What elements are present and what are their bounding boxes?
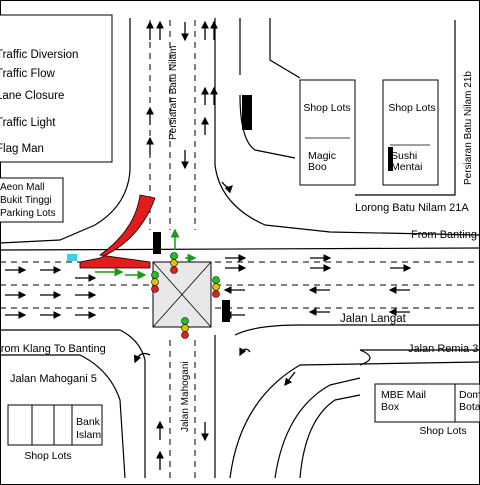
lane-markings	[0, 20, 480, 478]
shop-lots-southeast	[374, 383, 480, 423]
road-label-persiaran-batu-nilam: Persiaran Batu Nilam	[168, 46, 179, 140]
mbe-line-2: Box	[381, 401, 400, 413]
legend-item-traffic-light: Traffic Light	[0, 117, 56, 129]
parking-box	[0, 177, 64, 223]
sushi-mentai-line-2: Mentai	[391, 161, 423, 173]
legend-item-traffic-flow: Traffic Flow	[0, 68, 55, 80]
bank-islam-line-1: Bank	[76, 416, 101, 428]
road-label-jalan-mahogani: Jalan Mahogani	[180, 361, 191, 432]
shop-lots-southwest	[7, 404, 103, 446]
traffic-light-west	[151, 271, 159, 293]
bank-islam-line-2: Islam	[76, 429, 101, 441]
road-label-from-banting: From Banting	[411, 229, 477, 241]
road-edge	[0, 247, 480, 251]
cyan-marker	[67, 254, 77, 261]
shop-lots-label: Shop Lots	[388, 102, 435, 114]
shop-lots-se-label: Shop Lots	[419, 425, 466, 437]
shop-lots-label: Shop Lots	[303, 102, 350, 114]
legend-item-traffic-diversion: Traffic Diversion	[0, 49, 78, 61]
shop-marker	[388, 147, 393, 171]
green-flow-arrows	[95, 228, 197, 280]
traffic-lights	[151, 252, 220, 339]
road-outlines	[0, 18, 480, 479]
traffic-flow-arrows	[5, 20, 412, 470]
traffic-light-north	[170, 252, 178, 274]
domino-line-2: Bota	[459, 401, 480, 413]
sushi-mentai-line-1: Sushi	[391, 150, 417, 162]
traffic-diversion-arrow	[79, 194, 156, 269]
legend-item-flag-man: Flag Man	[0, 143, 44, 155]
lane-closure-barriers	[153, 95, 252, 322]
road-label-jalan-mahogani-5: Jalan Mahogani 5	[10, 373, 97, 385]
parking-line-2: Bukit Tinggi	[0, 195, 52, 206]
domino-line-1: Domi	[459, 389, 480, 401]
mbe-line-1: MBE Mail	[381, 389, 426, 401]
road-label-persiaran-batu-nilam-21b: Persiaran Batu Nilam 21b	[463, 71, 474, 185]
magic-boo-line-2: Boo	[308, 161, 327, 173]
road-label-lorong-batu-nilam-21a: Lorong Batu Nilam 21A	[355, 202, 469, 214]
road-label-jalan-langat: Jalan Langat	[340, 313, 407, 325]
legend-box	[0, 14, 113, 163]
magic-boo-line-1: Magic	[308, 150, 336, 162]
road-label-from-klang: From Klang To Banting	[0, 343, 106, 355]
parking-line-3: Parking Lots	[0, 208, 56, 219]
intersection-box	[152, 261, 212, 328]
traffic-light-south	[181, 317, 189, 339]
traffic-light-east	[212, 276, 220, 298]
parking-line-1: Aeon Mall	[0, 182, 44, 193]
legend-item-lane-closure: Lane Closure	[0, 90, 64, 102]
shop-lots-sw-label: Shop Lots	[24, 450, 71, 462]
road-label-jalan-remia-3: Jalan Remia 3	[408, 343, 478, 355]
